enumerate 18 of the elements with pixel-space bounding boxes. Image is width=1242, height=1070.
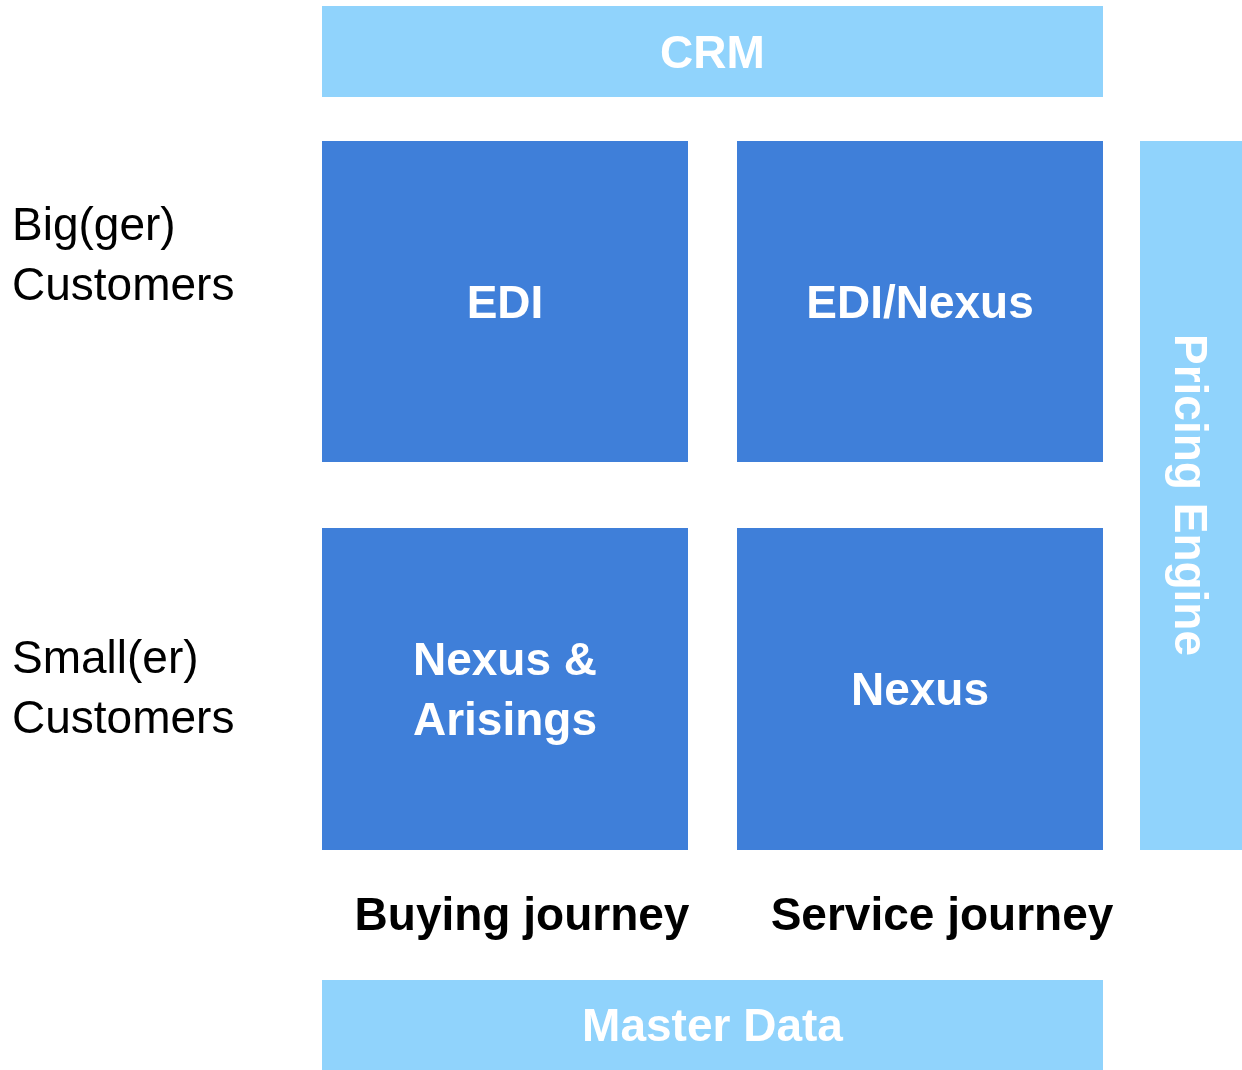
node-label: Nexus & Arisings <box>411 632 599 747</box>
vertical-band <box>1140 141 1242 850</box>
node-label: Pricing Engine <box>1164 334 1218 657</box>
node-label: Nexus <box>849 662 991 717</box>
block-box <box>737 141 1103 462</box>
node-label: Master Data <box>581 998 844 1053</box>
row-label: Small(er) Customers <box>12 630 236 745</box>
block-box <box>322 528 688 850</box>
node-label: EDI/Nexus <box>805 274 1035 330</box>
row-label: Big(ger) Customers <box>12 197 236 312</box>
block-box <box>322 141 688 462</box>
column-label: Buying journey <box>353 887 691 942</box>
node-label: EDI <box>465 274 545 330</box>
column-label: Service journey <box>769 887 1115 942</box>
block-box <box>737 528 1103 850</box>
band-box <box>322 980 1103 1070</box>
node-label: CRM <box>659 24 766 80</box>
band-box <box>322 6 1103 97</box>
